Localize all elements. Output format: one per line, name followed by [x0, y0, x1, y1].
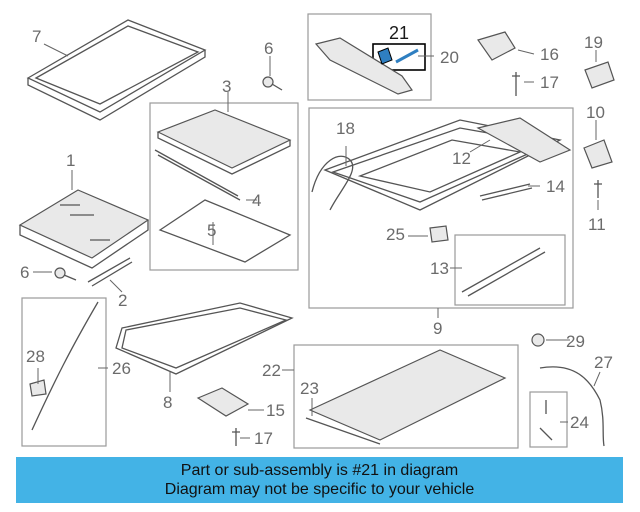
callout-22: 22: [262, 361, 281, 380]
parts-diagram: 7 1 3 4 5 6 6 2 8 21 20 16 17 19 10 11 1…: [18, 13, 615, 449]
part-12-rail: [476, 117, 572, 163]
frame-group-22: [293, 344, 519, 449]
part-18-cable: [311, 155, 354, 211]
callout-14: 14: [546, 177, 565, 196]
part-8-weatherstrip: [115, 302, 294, 375]
banner-line-2: Diagram may not be specific to your vehi…: [164, 481, 475, 498]
part-13-drive: [461, 247, 546, 297]
part-17-screw-lower: [232, 428, 240, 446]
part-27-drain-hose: [539, 366, 605, 447]
info-banner: Part or sub-assembly is #21 in diagram D…: [16, 457, 623, 503]
frame-group-13: [454, 234, 566, 306]
callout-10: 10: [586, 103, 605, 122]
part-28-clip: [29, 379, 47, 397]
part-8-inner: [121, 307, 288, 369]
callout-26: 26: [112, 359, 131, 378]
part-15-motor: [196, 387, 250, 417]
callout-9: 9: [433, 319, 442, 338]
callout-23: 23: [300, 379, 319, 398]
part-11-screw: [594, 180, 602, 198]
callout-15: 15: [266, 401, 285, 420]
part-4-seal: [154, 149, 241, 201]
callout-11: 11: [588, 215, 606, 234]
frame-group-20: [307, 13, 432, 101]
frame-group-24: [529, 391, 568, 448]
callout-12: 12: [452, 149, 471, 168]
callout-6-lower: 6: [20, 263, 29, 282]
part-19-bracket: [584, 61, 615, 89]
part-26-drain-hose: [31, 301, 99, 431]
callout-17-lower: 17: [254, 429, 273, 448]
callout-21: 21: [389, 23, 409, 43]
part-16-motor: [477, 31, 516, 61]
frame-group-26: [21, 297, 107, 447]
part-6-bolt-upper: [262, 76, 283, 91]
part-21-clip: [377, 47, 419, 65]
highlight-box-21: [372, 43, 426, 71]
callout-16: 16: [540, 45, 559, 64]
callout-7: 7: [32, 27, 41, 46]
callout-5: 5: [207, 221, 216, 240]
part-22-sunshade: [308, 349, 507, 441]
callout-18: 18: [336, 119, 355, 138]
part-24-screws: [539, 400, 553, 441]
part-10-bracket: [583, 139, 613, 169]
part-14-rail: [479, 183, 533, 201]
callout-28: 28: [26, 347, 45, 366]
callout-2: 2: [118, 291, 127, 310]
callout-19: 19: [584, 33, 603, 52]
part-6-bolt-lower: [54, 267, 77, 281]
callout-17-upper: 17: [540, 73, 559, 92]
part-23-strip: [305, 417, 381, 445]
callout-3: 3: [222, 77, 231, 96]
part-25-clip: [429, 225, 449, 243]
frame-group-3: [149, 102, 299, 271]
part-20-deflector: [314, 37, 413, 95]
callout-4: 4: [252, 191, 261, 210]
frame-group-9: [308, 107, 574, 309]
part-2-strip: [87, 257, 133, 287]
part-1-panel: [18, 189, 150, 269]
part-29-grommet: [531, 333, 545, 347]
part-5-seal: [158, 199, 292, 263]
callout-6-upper: 6: [264, 39, 273, 58]
callout-29: 29: [566, 332, 585, 351]
part-17-screw-upper: [512, 72, 520, 96]
callout-13: 13: [430, 259, 449, 278]
callout-20: 20: [440, 48, 459, 67]
callout-24: 24: [570, 413, 589, 432]
part-3-panel: [156, 109, 292, 175]
callout-27: 27: [594, 353, 613, 372]
callout-25: 25: [386, 225, 405, 244]
callout-1: 1: [66, 151, 75, 170]
part-7-glass-panel: [26, 19, 207, 121]
banner-line-1: Part or sub-assembly is #21 in diagram: [180, 462, 459, 479]
leader-lines: [33, 43, 601, 439]
callout-8: 8: [163, 393, 172, 412]
